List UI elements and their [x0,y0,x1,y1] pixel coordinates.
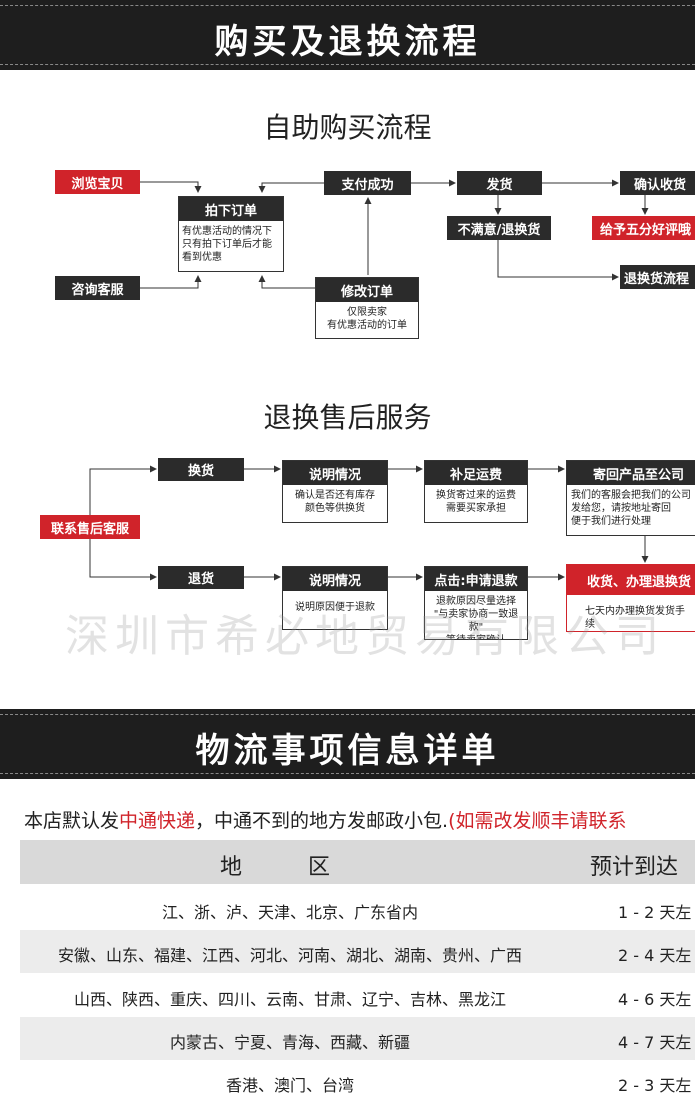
explain-exchange-note: 确认是否还有库存 颜色等供换货 [295,490,375,514]
row-region: 山西、陕西、重庆、四川、云南、甘肃、辽宁、吉林、黑龙江 [73,990,506,1009]
row-days: 2 - 4 天左 [618,946,692,965]
shipping-fee-title: 补足运费 [425,461,527,485]
shipping-note: 本店默认发中通快递，中通不到的地方发邮政小包.(如需改发顺丰请联系 [24,806,627,833]
explain-refund-note: 说明原因便于退款 [295,602,375,613]
shipping-note-c: ，中通不到的地方发邮政小包. [195,810,449,832]
table-row: 安徽、山东、福建、江西、河北、河南、湖北、湖南、贵州、广西 2 - 4 天左 [20,930,695,973]
explain-exchange-card: 说明情况 确认是否还有库存 颜色等供换货 [282,460,388,523]
shipping-note-carrier: 中通快递 [119,810,196,832]
row-days: 4 - 6 天左 [618,990,692,1009]
modify-order-note: 仅限卖家 有优惠活动的订单 [327,307,407,331]
place-order-note: 有优惠活动的情况下 只有拍下订单后才能 看到优惠 [182,226,272,263]
logistics-banner-title: 物流事项信息详单 [195,731,500,771]
logistics-banner: 物流事项信息详单 [0,709,695,779]
refund-step: 退货 [158,566,244,589]
purchase-flow-title: 自助购买流程 [263,111,432,144]
row-days: 2 - 3 天左 [618,1076,692,1095]
send-back-title: 寄回产品至公司 [567,461,695,485]
apply-refund-note: 退款原因尽量选择 "与卖家协商一致退款" 等待卖家确认 [433,596,519,639]
row-region: 江、浙、泸、天津、北京、广东省内 [161,903,418,922]
place-order-card: 拍下订单 有优惠活动的情况下 只有拍下订单后才能 看到优惠 [178,196,284,272]
flow-connectors [89,179,649,581]
modify-order-title: 修改订单 [316,278,418,302]
apply-refund-card: 点击:申请退款 退款原因尽量选择 "与卖家协商一致退款" 等待卖家确认 [424,566,528,640]
receive-process-card: 收货、办理退换货 七天内办理换货发货手续 [566,564,695,632]
explain-exchange-title: 说明情况 [283,461,387,485]
receive-process-note: 七天内办理换货发货手续 [585,606,685,630]
row-days: 4 - 7 天左 [618,1033,692,1052]
send-back-note: 我们的客服会把我们的公司 发给您，请按地址寄回 便于我们进行处理 [571,490,691,527]
contact-aftersale-step: 联系售后客服 [40,515,140,539]
receive-process-title: 收货、办理退换货 [567,565,695,595]
shipping-fee-card: 补足运费 换货寄过来的运费 需要买家承担 [424,460,528,523]
row-region: 安徽、山东、福建、江西、河北、河南、湖北、湖南、贵州、广西 [57,946,522,965]
exchange-step: 换货 [158,458,244,481]
explain-refund-card: 说明情况 说明原因便于退款 [282,566,388,630]
explain-refund-title: 说明情况 [283,567,387,591]
company-watermark: 深圳市希必地贸易有限公司 [65,611,665,662]
shipping-note-sf: (如需改发顺丰请联系 [448,810,627,832]
payment-success-step: 支付成功 [324,171,411,195]
process-banner: 购买及退换流程 [0,0,695,70]
header-region: 地 区 [220,855,331,880]
unsatisfied-return-step: 不满意/退换货 [447,216,551,240]
browse-items-step: 浏览宝贝 [55,170,140,194]
return-flow-step: 退换货流程 [620,265,695,289]
shipping-note-a: 本店默认发 [24,810,120,832]
send-back-card: 寄回产品至公司 我们的客服会把我们的公司 发给您，请按地址寄回 便于我们进行处理 [566,460,695,536]
modify-order-card: 修改订单 仅限卖家 有优惠活动的订单 [315,277,419,339]
logistics-table-header: 地 区 预计到达 [20,840,695,884]
row-region: 香港、澳门、台湾 [225,1076,354,1095]
header-days: 预计到达 [590,855,679,880]
confirm-receipt-step: 确认收货 [620,171,695,195]
process-banner-title: 购买及退换流程 [214,22,481,62]
table-row: 山西、陕西、重庆、四川、云南、甘肃、辽宁、吉林、黑龙江 4 - 6 天左 [20,974,695,1017]
row-region: 内蒙古、宁夏、青海、西藏、新疆 [169,1033,410,1052]
row-days: 1 - 2 天左 [618,903,692,922]
table-row: 内蒙古、宁夏、青海、西藏、新疆 4 - 7 天左 [20,1017,695,1060]
five-star-review-step: 给予五分好评哦 [592,216,695,240]
place-order-title: 拍下订单 [179,197,283,221]
aftersale-title: 退换售后服务 [263,401,432,434]
table-row: 香港、澳门、台湾 2 - 3 天左 [20,1060,695,1095]
shipping-fee-note: 换货寄过来的运费 需要买家承担 [436,490,516,514]
ship-step: 发货 [457,171,542,195]
consult-service-step: 咨询客服 [55,276,140,300]
table-row: 江、浙、泸、天津、北京、广东省内 1 - 2 天左 [20,887,695,930]
apply-refund-title: 点击:申请退款 [425,567,527,591]
